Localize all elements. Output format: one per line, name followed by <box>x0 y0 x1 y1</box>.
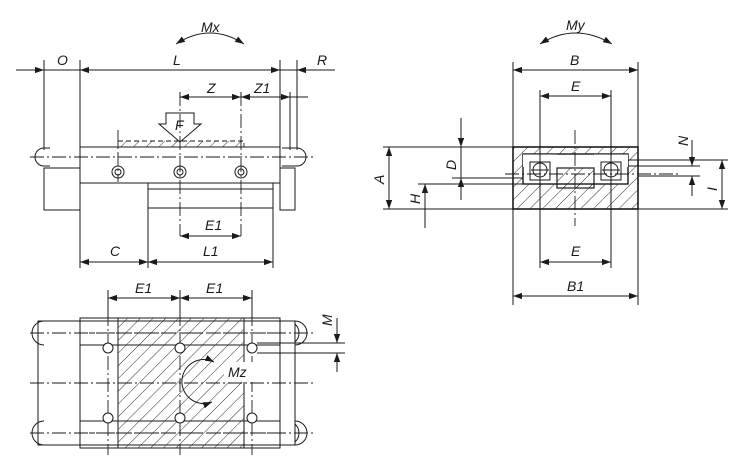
screw-hole <box>174 342 186 354</box>
dim-C-label: C <box>110 243 121 259</box>
screw-hole <box>174 412 186 424</box>
screw-hole <box>246 342 258 354</box>
force-arrow <box>157 112 203 143</box>
moment-y-arrow <box>539 32 613 45</box>
dim-I-label: I <box>704 187 720 191</box>
dim-R-label: R <box>317 52 327 68</box>
dim-Z-label: Z <box>206 80 216 96</box>
dim-B-label: B <box>570 52 579 68</box>
screw-hole <box>102 412 114 424</box>
screw-hole <box>246 412 258 424</box>
dim-D-label: D <box>443 160 459 170</box>
moment-x-arrow <box>175 32 245 45</box>
top-plate <box>117 140 245 148</box>
top-view: Mz E1 E1 M <box>30 280 345 455</box>
lower-table <box>147 182 274 209</box>
moment-x-label: Mx <box>201 19 221 35</box>
dim-A-label: A <box>371 175 387 185</box>
right-rail <box>279 167 296 211</box>
dim-E1-right-label: E1 <box>206 280 223 296</box>
dim-E-top-label: E <box>571 78 581 94</box>
moment-z-arrow <box>181 355 215 409</box>
dim-H-label: H <box>407 193 423 204</box>
dim-E1-label: E1 <box>205 217 222 233</box>
moment-z-label: Mz <box>228 364 247 380</box>
screw-hole <box>102 342 114 354</box>
front-view: F Mx O L R Z Z1 E1 C <box>16 19 335 268</box>
dim-L-label: L <box>173 52 181 68</box>
left-rail <box>43 167 81 211</box>
dim-O-label: O <box>57 52 68 68</box>
dim-N-label: N <box>675 135 691 146</box>
dim-L1-label: L1 <box>203 243 219 259</box>
dim-B1-label: B1 <box>567 278 584 294</box>
dim-E-bottom-label: E <box>571 243 581 259</box>
dim-Z1-label: Z1 <box>253 80 270 96</box>
moment-y-label: My <box>566 17 586 33</box>
force-label: F <box>175 117 185 133</box>
side-view: My B E A H D N <box>371 17 728 305</box>
dim-M-label: M <box>319 314 335 326</box>
dim-E1-left-label: E1 <box>135 280 152 296</box>
